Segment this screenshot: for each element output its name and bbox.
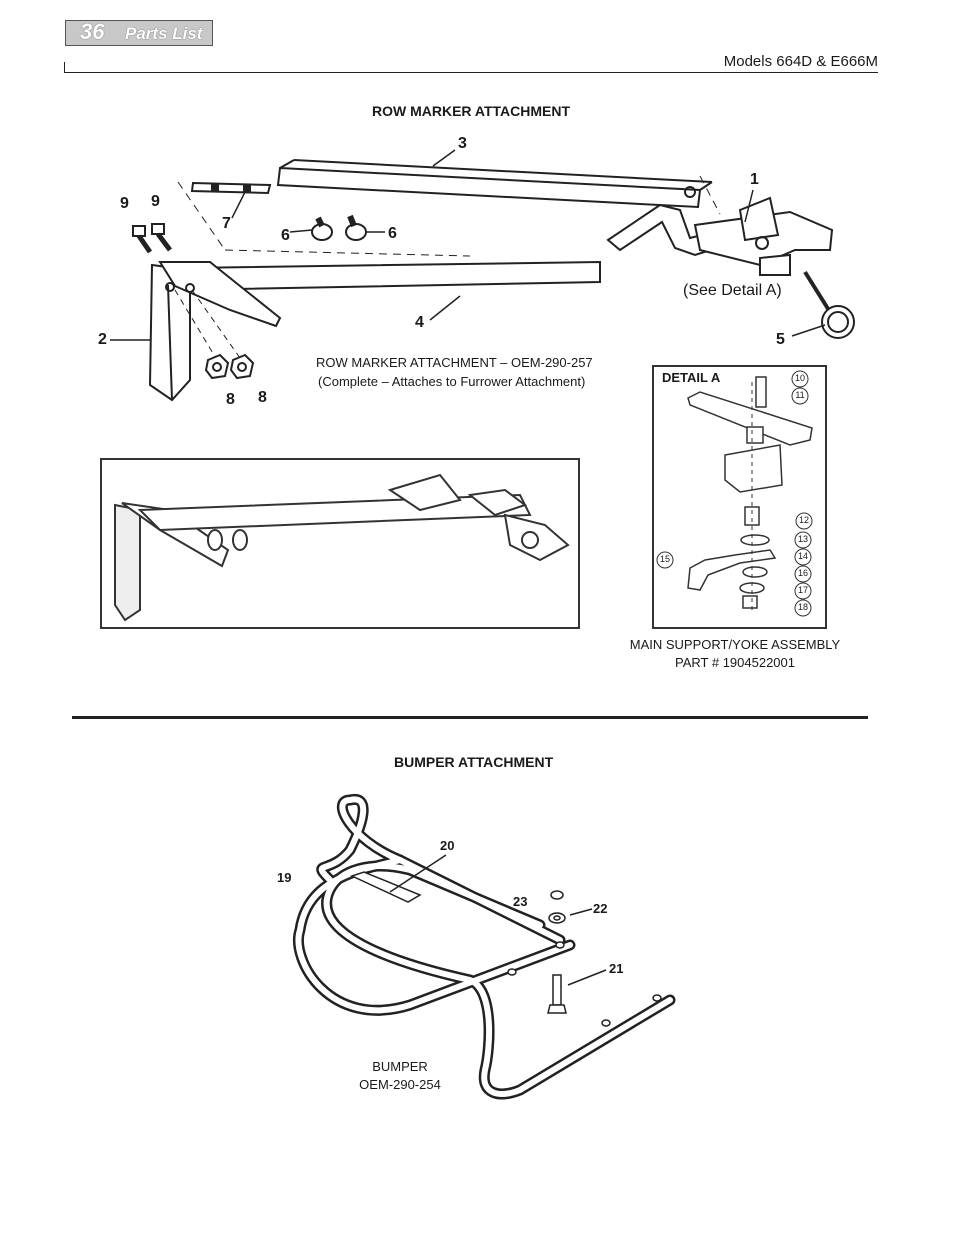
detail-callout-13: 13 xyxy=(797,534,808,544)
callout-19: 19 xyxy=(277,870,292,885)
row-marker-title: ROW MARKER ATTACHMENT xyxy=(372,103,571,119)
detail-callout-12: 12 xyxy=(798,515,809,525)
assembled-view-diagram xyxy=(114,473,570,622)
detail-a-caption-2: PART # 1904522001 xyxy=(675,655,795,670)
models-label: Models 664D & E666M xyxy=(723,53,878,70)
detail-callout-10: 10 xyxy=(794,373,805,383)
row-marker-caption-1: ROW MARKER ATTACHMENT – OEM-290-257 xyxy=(316,355,593,370)
callout-22: 22 xyxy=(593,901,608,916)
detail-callout-11: 11 xyxy=(795,390,805,400)
detail-a-diagram xyxy=(656,370,813,617)
callout-8a: 8 xyxy=(226,391,235,408)
bumper-caption-2: OEM-290-254 xyxy=(359,1077,441,1092)
section-label: Parts List xyxy=(125,24,203,43)
callout-2: 2 xyxy=(98,331,107,348)
bumper-caption-1: BUMPER xyxy=(372,1059,428,1074)
detail-a-box xyxy=(652,365,827,629)
detail-a-title: DETAIL A xyxy=(662,370,721,385)
detail-callout-17: 17 xyxy=(797,585,808,595)
callout-9a: 9 xyxy=(120,195,129,212)
detail-a-caption-1: MAIN SUPPORT/YOKE ASSEMBLY xyxy=(629,637,841,652)
callout-4: 4 xyxy=(415,314,424,331)
page-number: 36 xyxy=(80,19,105,44)
callout-8b: 8 xyxy=(258,389,267,406)
row-marker-caption-2: (Complete – Attaches to Furrower Attachm… xyxy=(318,374,586,389)
callout-1: 1 xyxy=(750,171,759,188)
detail-callout-16: 16 xyxy=(797,568,808,578)
callout-6a: 6 xyxy=(281,227,290,244)
callout-23: 23 xyxy=(513,894,528,909)
callout-7: 7 xyxy=(222,215,231,232)
see-detail-label: (See Detail A) xyxy=(683,282,782,299)
detail-callout-14: 14 xyxy=(797,551,808,561)
page-tab xyxy=(65,20,213,46)
callout-6b: 6 xyxy=(388,225,397,242)
assembled-view-box xyxy=(100,458,580,629)
callout-5: 5 xyxy=(776,331,785,348)
header-divider-tick xyxy=(64,62,65,73)
section-divider xyxy=(72,716,868,719)
callout-3: 3 xyxy=(458,135,467,152)
header-divider xyxy=(64,72,878,73)
detail-callout-15: 15 xyxy=(659,554,670,564)
detail-callout-18: 18 xyxy=(797,602,808,612)
callout-20: 20 xyxy=(440,838,455,853)
callout-9b: 9 xyxy=(151,193,160,210)
row-marker-exploded-diagram xyxy=(110,149,855,402)
bumper-title: BUMPER ATTACHMENT xyxy=(394,754,554,770)
callout-21: 21 xyxy=(609,961,624,976)
